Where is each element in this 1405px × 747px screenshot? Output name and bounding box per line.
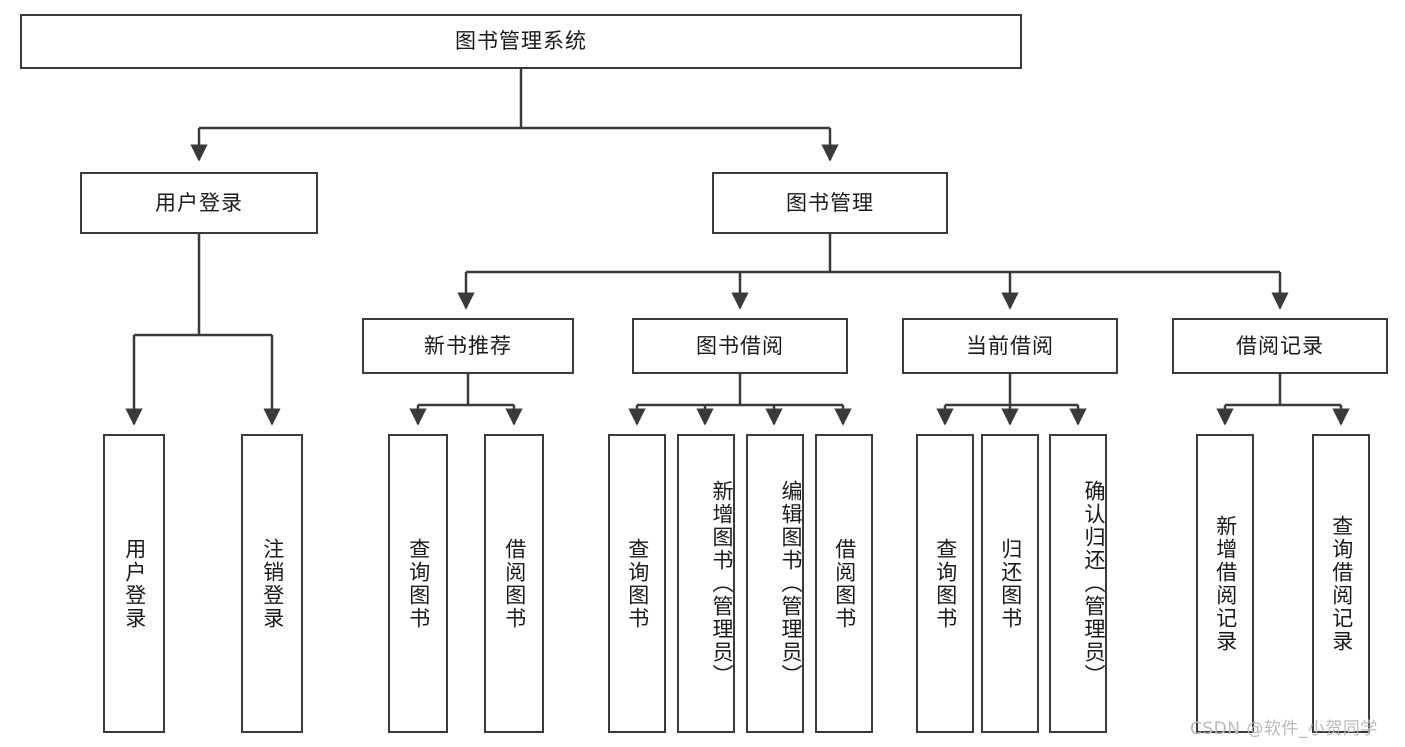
node-label: 查询图书 — [406, 537, 431, 630]
node-label: 用户登录 — [155, 190, 243, 215]
node-label: 借阅图书 — [502, 537, 527, 630]
leaf-return-book[interactable]: 归还图书 — [981, 434, 1039, 733]
node-book-borrow[interactable]: 图书借阅 — [632, 318, 848, 374]
node-label: 新书推荐 — [424, 333, 512, 358]
node-label: 新增图书（管理员） — [710, 480, 734, 687]
leaf-add-borrow-record[interactable]: 新增借阅记录 — [1196, 434, 1254, 733]
leaf-query-borrow-record[interactable]: 查询借阅记录 — [1312, 434, 1370, 733]
leaf-query-book-borrow[interactable]: 查询图书 — [608, 434, 666, 733]
node-book-management[interactable]: 图书管理 — [712, 172, 948, 234]
leaf-user-login[interactable]: 用户登录 — [103, 434, 165, 733]
node-label: 当前借阅 — [966, 333, 1054, 358]
leaf-borrow-book[interactable]: 借阅图书 — [815, 434, 873, 733]
node-label: 查询图书 — [625, 537, 650, 630]
node-label: 归还图书 — [998, 537, 1023, 630]
leaf-query-book-recommend[interactable]: 查询图书 — [388, 434, 448, 733]
leaf-add-book-admin[interactable]: 新增图书（管理员） — [677, 434, 735, 733]
node-label: 用户登录 — [122, 537, 147, 630]
node-label: 确认归还（管理员） — [1082, 480, 1106, 687]
node-label: 编辑图书（管理员） — [779, 480, 803, 687]
node-label: 新增借阅记录 — [1213, 514, 1238, 653]
node-label: 查询图书 — [933, 537, 958, 630]
node-label: 图书管理系统 — [455, 29, 587, 53]
node-current-borrow[interactable]: 当前借阅 — [902, 318, 1118, 374]
node-user-login[interactable]: 用户登录 — [80, 172, 318, 234]
leaf-borrow-book-recommend[interactable]: 借阅图书 — [484, 434, 544, 733]
leaf-user-logout[interactable]: 注销登录 — [241, 434, 303, 733]
node-label: 借阅记录 — [1236, 333, 1324, 358]
leaf-edit-book-admin[interactable]: 编辑图书（管理员） — [746, 434, 804, 733]
node-label: 注销登录 — [260, 537, 285, 630]
node-label: 查询借阅记录 — [1329, 514, 1354, 653]
leaf-query-book-current[interactable]: 查询图书 — [916, 434, 974, 733]
node-label: 图书管理 — [786, 190, 874, 215]
leaf-confirm-return-admin[interactable]: 确认归还（管理员） — [1049, 434, 1107, 733]
node-label: 图书借阅 — [696, 333, 784, 358]
node-borrow-record[interactable]: 借阅记录 — [1172, 318, 1388, 374]
node-new-book-recommend[interactable]: 新书推荐 — [362, 318, 574, 374]
watermark: CSDN @软件_小贺同学 — [1190, 719, 1378, 739]
node-root-book-management-system[interactable]: 图书管理系统 — [20, 14, 1022, 69]
node-label: 借阅图书 — [832, 537, 857, 630]
